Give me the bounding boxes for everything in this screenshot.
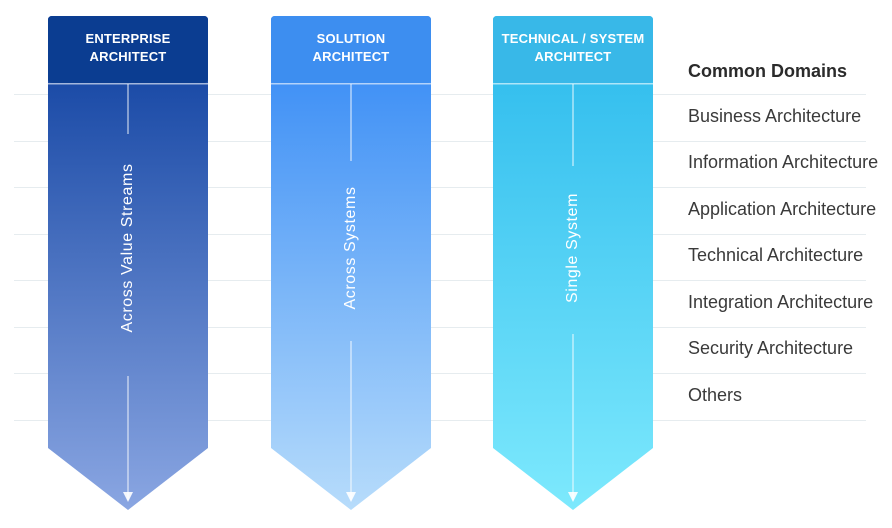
arrow-down-icon	[123, 492, 133, 502]
column-title: ENTERPRISE ARCHITECT	[85, 31, 171, 64]
chevron-banner-shape	[493, 16, 653, 510]
common-domains-heading: Common Domains	[688, 61, 848, 81]
scope-label: Across Systems	[342, 186, 359, 310]
chevron-banner-shape	[48, 16, 208, 510]
domain-item: Information Architecture	[688, 152, 879, 172]
row-divider	[14, 327, 866, 328]
technical-system-architect-column: TECHNICAL / SYSTEM ARCHITECT Single Syst…	[493, 16, 653, 510]
arrow-down-icon	[346, 492, 356, 502]
column-title: SOLUTION ARCHITECT	[312, 31, 390, 64]
chevron-banner-shape	[271, 16, 431, 510]
scope-label: Single System	[564, 192, 581, 304]
scope-label: Across Value Streams	[119, 163, 136, 333]
enterprise-architect-column: ENTERPRISE ARCHITECT Across Value Stream…	[48, 16, 208, 510]
row-divider	[14, 141, 866, 142]
row-divider	[14, 420, 866, 421]
row-divider	[14, 187, 866, 188]
domain-item: Application Architecture	[688, 199, 877, 219]
domain-item: Security Architecture	[688, 338, 854, 358]
solution-architect-column: SOLUTION ARCHITECT Across Systems	[271, 16, 431, 510]
row-divider	[14, 94, 866, 95]
domain-item: Others	[688, 385, 743, 405]
arrow-down-icon	[568, 492, 578, 502]
domain-item: Integration Architecture	[688, 292, 874, 312]
row-divider	[14, 373, 866, 374]
column-title: TECHNICAL / SYSTEM ARCHITECT	[501, 31, 645, 64]
domain-item: Technical Architecture	[688, 245, 864, 265]
row-divider	[14, 234, 866, 235]
domain-item: Business Architecture	[688, 106, 862, 126]
row-divider	[14, 280, 866, 281]
